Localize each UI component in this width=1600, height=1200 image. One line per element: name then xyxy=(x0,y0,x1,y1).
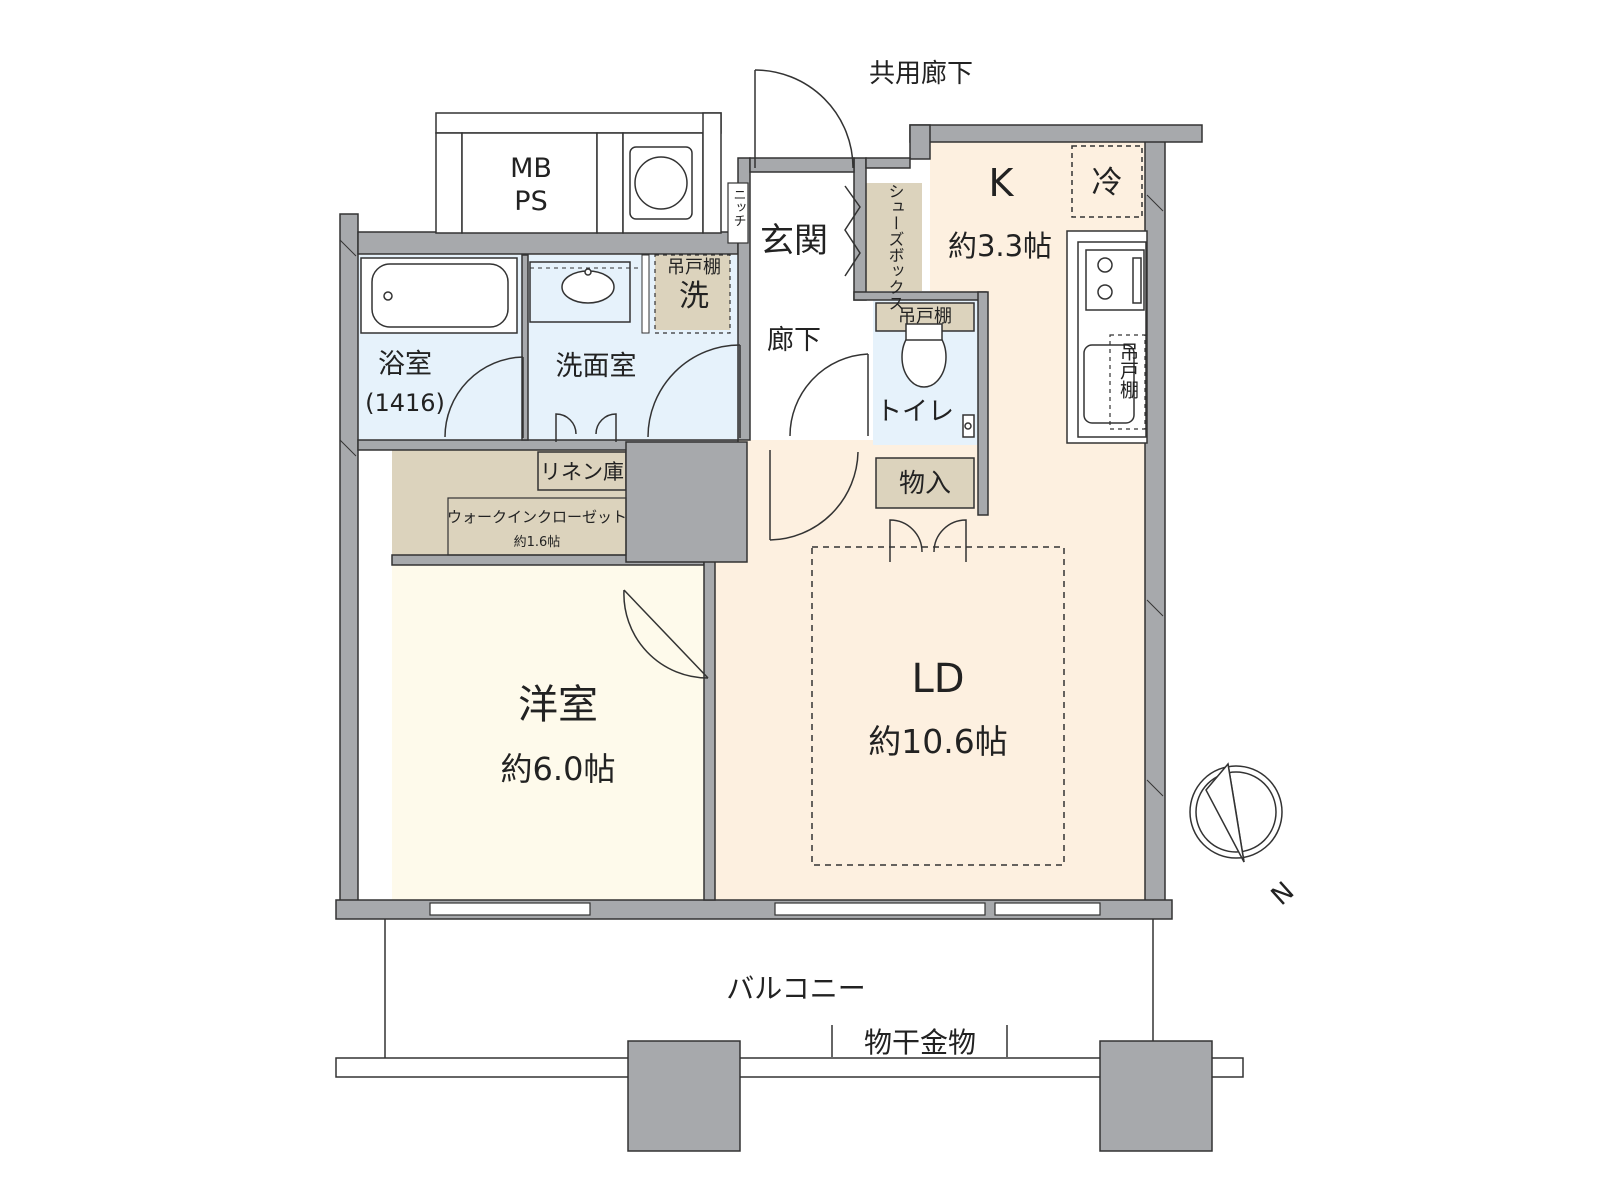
column-pillar xyxy=(625,441,748,563)
label-toilet: トイレ xyxy=(876,397,954,427)
label-kitchen: K xyxy=(989,161,1015,205)
label-hallway: 廊下 xyxy=(767,325,821,356)
window-sashes xyxy=(429,902,1101,916)
label-washroom: 洗面室 xyxy=(556,351,637,382)
label-fridge: 冷 xyxy=(1092,165,1123,201)
doors xyxy=(444,69,967,679)
storage-floor xyxy=(875,457,975,509)
wic-label-box xyxy=(447,497,627,556)
label-wic: ウォークインクローゼット xyxy=(447,508,627,526)
laundry-floor xyxy=(655,255,730,330)
kitchen-counter xyxy=(1066,230,1148,444)
label-kitchen-size: 約3.3帖 xyxy=(948,229,1052,263)
western-room-floor xyxy=(392,565,704,900)
kitchen-shelf-outline xyxy=(1109,334,1146,430)
mbps-enclosure xyxy=(435,112,722,234)
label-niche: ニッチ xyxy=(731,188,746,227)
ld-furniture-area xyxy=(811,546,1065,866)
water-heater-icon xyxy=(629,146,693,220)
label-balcony: バルコニー xyxy=(726,972,865,1005)
label-clothes-drying: 物干金物 xyxy=(864,1026,976,1059)
laundry-pan xyxy=(654,254,731,334)
label-common-corridor: 共用廊下 xyxy=(869,59,973,89)
label-toilet-shelf: 吊戸棚 xyxy=(898,306,952,327)
toilet-bowl-icon xyxy=(875,302,975,438)
label-laundry: 洗 xyxy=(679,279,709,314)
balcony-structure xyxy=(335,919,1244,1152)
bathtub-icon xyxy=(360,257,518,334)
label-ld-size: 約10.6帖 xyxy=(868,722,1007,761)
label-mbps-1: MB xyxy=(510,153,552,184)
label-north: N xyxy=(1266,876,1301,911)
label-bathroom: 浴室 xyxy=(378,349,432,380)
label-hanger-shelf-laundry: 吊戸棚 xyxy=(667,257,721,278)
label-ld: LD xyxy=(911,656,964,702)
label-bathroom-size: (1416) xyxy=(365,389,445,417)
label-storage: 物入 xyxy=(899,469,951,499)
label-western-size: 約6.0帖 xyxy=(501,750,616,788)
niche-box xyxy=(727,182,749,244)
label-linen: リネン庫 xyxy=(540,460,624,484)
label-kitchen-shelf: 吊戸棚 xyxy=(1117,342,1139,400)
north-compass-icon xyxy=(1189,762,1283,863)
linen-floor xyxy=(537,451,627,491)
label-wic-size: 約1.6帖 xyxy=(514,535,561,550)
label-genkan: 玄関 xyxy=(760,221,828,261)
fridge-space xyxy=(1071,145,1143,218)
label-mbps-2: PS xyxy=(514,186,547,217)
label-western-room: 洋室 xyxy=(518,682,598,728)
label-shoebox: シューズボックス xyxy=(886,183,905,311)
shoebox-floor xyxy=(866,183,922,291)
ld-floor xyxy=(715,440,1145,900)
exterior-hatching xyxy=(339,194,1164,797)
washroom-divider xyxy=(641,254,650,334)
sink-icon xyxy=(529,261,631,323)
